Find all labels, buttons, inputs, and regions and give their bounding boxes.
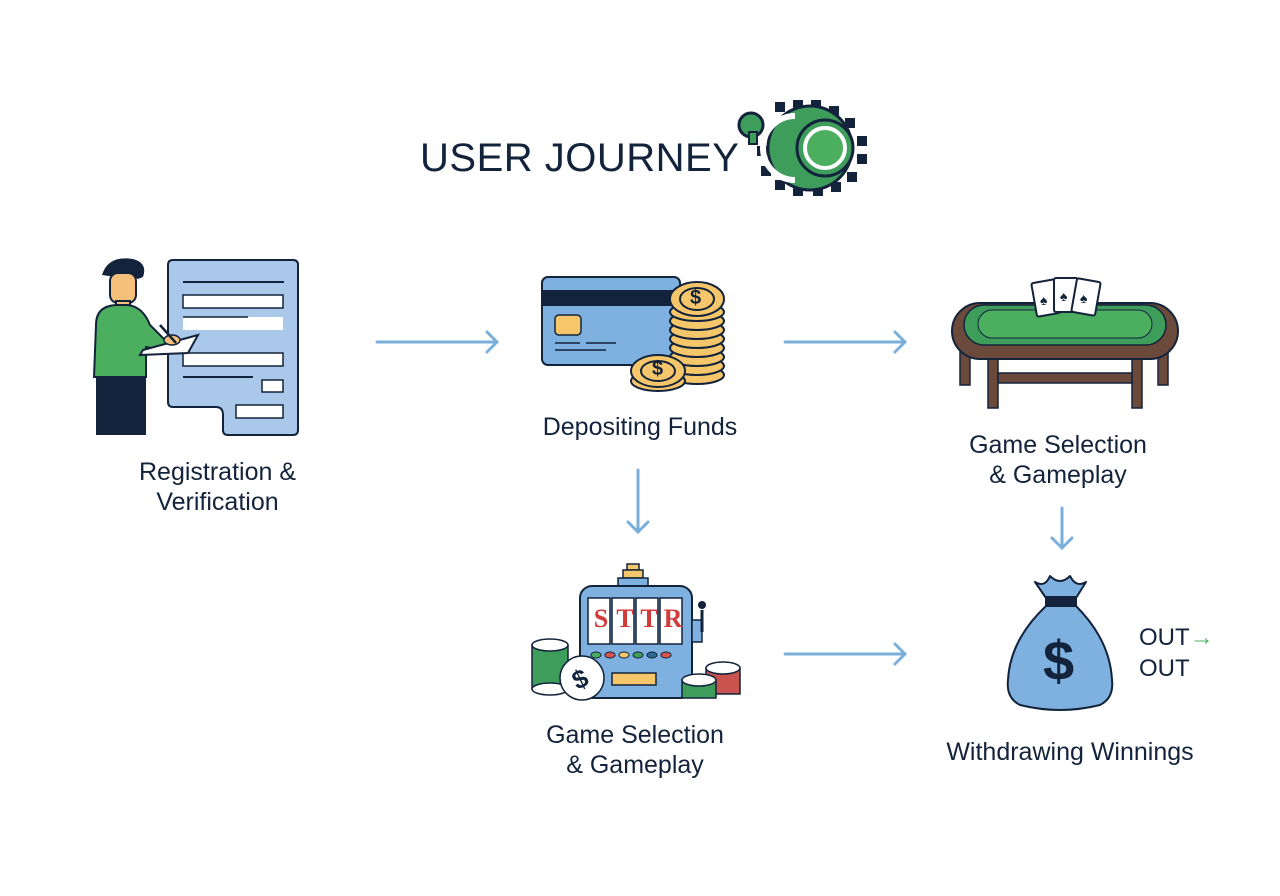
step-label-slot-game: Game Selection & Gameplay xyxy=(525,720,745,780)
money-bag-icon xyxy=(1006,575,1114,711)
arrow-right-icon xyxy=(783,330,907,354)
reel-symbol: T xyxy=(616,604,634,633)
svg-text:♠: ♠ xyxy=(1040,292,1048,308)
coin-symbol: $ xyxy=(652,358,664,380)
svg-text:♠: ♠ xyxy=(1080,290,1088,306)
gear-logo-icon xyxy=(737,100,867,196)
step-label-line: Game Selection xyxy=(969,431,1147,459)
slot-reels: S T T R xyxy=(589,604,685,634)
step-label-table-game: Game Selection & Gameplay xyxy=(948,430,1168,490)
poker-table-icon: ♠ ♠ ♠ xyxy=(951,277,1179,409)
step-label-deposit: Depositing Funds xyxy=(542,413,738,441)
page-title: USER JOURNEY xyxy=(420,136,740,180)
step-label-line: Game Selection xyxy=(546,721,724,749)
reel-symbol: R xyxy=(663,604,683,633)
arrow-right-icon xyxy=(375,330,499,354)
arrow-down-icon xyxy=(626,468,650,534)
step-label-line: Registration & xyxy=(138,458,297,486)
step-label-line: Verification xyxy=(156,488,279,516)
arrow-right-icon: → xyxy=(1189,624,1214,651)
arrow-right-icon xyxy=(783,642,907,666)
coin-symbol: $ xyxy=(690,287,702,309)
out-label: OUT xyxy=(1139,655,1190,682)
reel-symbol: S xyxy=(593,604,609,633)
reel-symbol: T xyxy=(640,604,658,633)
registration-form-icon xyxy=(92,258,299,436)
dollar-sign: $ xyxy=(1043,629,1075,692)
step-label-registration: Registration & Verification xyxy=(110,457,325,517)
credit-card-coins-icon xyxy=(541,276,725,392)
arrow-down-icon xyxy=(1050,506,1074,550)
step-label-line: & Gameplay xyxy=(989,461,1127,489)
step-label-line: & Gameplay xyxy=(566,751,704,779)
step-label-withdraw: Withdrawing Winnings xyxy=(946,738,1194,766)
out-labels: OUT→ OUT xyxy=(1139,622,1214,684)
slot-machine-icon xyxy=(531,563,741,701)
svg-text:♠: ♠ xyxy=(1060,288,1068,304)
out-label: OUT xyxy=(1139,624,1190,651)
